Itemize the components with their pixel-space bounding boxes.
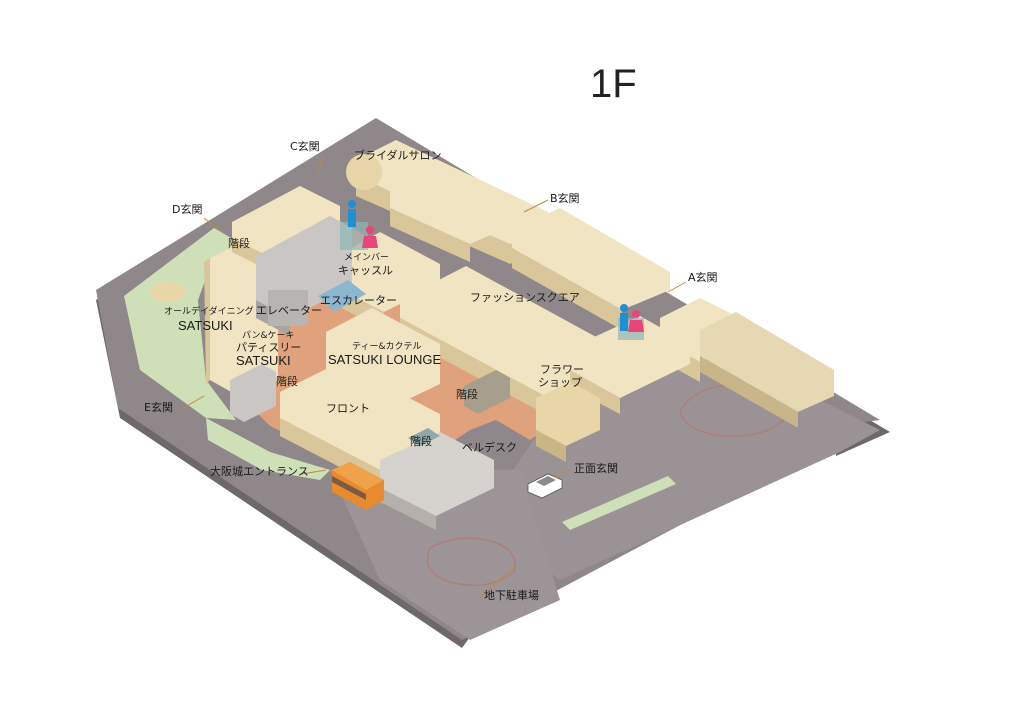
bldg-flower-front — [536, 382, 600, 446]
label-stairs-north: 階段 — [228, 237, 250, 250]
escalator-steps — [318, 280, 366, 312]
label-stairs-south: 階段 — [410, 435, 432, 448]
elevator-bank — [268, 290, 308, 326]
bldg-front-top — [280, 362, 440, 470]
label-member-castle: キャッスル — [338, 264, 393, 277]
turn-circle-south — [426, 537, 516, 587]
label-stairs-west: 階段 — [276, 375, 298, 388]
label-patisserie-name: SATSUKI — [236, 353, 291, 368]
label-flower-shop-2: ショップ — [538, 376, 582, 389]
restroom-east-icons — [618, 304, 644, 340]
bldg-b-top — [512, 208, 670, 310]
restroom-north-icons — [340, 200, 378, 250]
bldg-south-grey-side — [380, 488, 436, 530]
bldg-west-side — [204, 258, 210, 384]
label-all-day-dining: SATSUKI — [178, 318, 233, 333]
bldg-flower-side — [570, 370, 620, 414]
bldg-a-long-side — [700, 356, 798, 428]
shuttle-bus — [332, 462, 384, 510]
label-escalator: エスカレーター — [320, 294, 397, 307]
label-d-entrance: D玄関 — [172, 203, 203, 216]
bldg-fashion-top — [400, 266, 620, 402]
label-flower-shop-1: フラワー — [540, 363, 584, 376]
label-underground-parking: 地下駐車場 — [484, 589, 539, 602]
bldg-south-grey-top — [380, 432, 494, 516]
label-all-day-dining-sub: オールデイダイニング — [164, 307, 254, 317]
lawn-west — [124, 228, 238, 420]
label-c-entrance: C玄関 — [290, 140, 320, 153]
lawn-island — [562, 476, 676, 530]
label-patisserie: パティスリー — [236, 341, 302, 354]
label-bridal-salon: ブライダルサロン — [354, 149, 442, 162]
leader-lines — [179, 155, 687, 599]
label-stairs-east: 階段 — [456, 388, 478, 401]
south-road — [330, 470, 560, 640]
bridal-rotunda — [346, 154, 382, 190]
label-lounge: SATSUKI LOUNGE — [328, 352, 442, 367]
label-b-entrance: B玄関 — [550, 192, 580, 205]
bldg-a-long-top — [700, 312, 834, 412]
floor-title: 1F — [590, 62, 637, 106]
label-bell-desk: ベルデスク — [462, 441, 517, 454]
label-front-desk: フロント — [326, 402, 370, 415]
label-member-castle-sub: メインバー — [344, 253, 390, 263]
label-lounge-sub: ティー&カクテル — [352, 342, 422, 352]
bldg-west-grey — [230, 364, 276, 422]
stairs-south — [408, 428, 440, 446]
car — [527, 473, 563, 499]
bldg-d-top — [232, 186, 340, 258]
label-osaka-castle-entrance: 大阪城エントランス — [210, 465, 309, 478]
bldg-flower-front-side — [536, 430, 566, 462]
label-a-entrance: A玄関 — [688, 271, 718, 284]
bldg-bridal-block — [390, 162, 520, 244]
bldg-flower-top — [570, 316, 690, 398]
bldg-bridal-block-side — [390, 208, 470, 262]
label-elevator: エレベーター — [256, 304, 322, 317]
label-main-entrance: 正面玄関 — [574, 462, 618, 475]
bldg-b-side — [512, 248, 622, 330]
west-rotunda — [150, 282, 186, 302]
label-fashion-square: ファッションスクエア — [470, 291, 580, 304]
label-patisserie-sub: パン&ケーキ — [242, 331, 295, 341]
label-e-entrance: E玄関 — [144, 401, 173, 414]
lawn-south — [206, 418, 330, 480]
stairs-east-block — [464, 370, 510, 414]
